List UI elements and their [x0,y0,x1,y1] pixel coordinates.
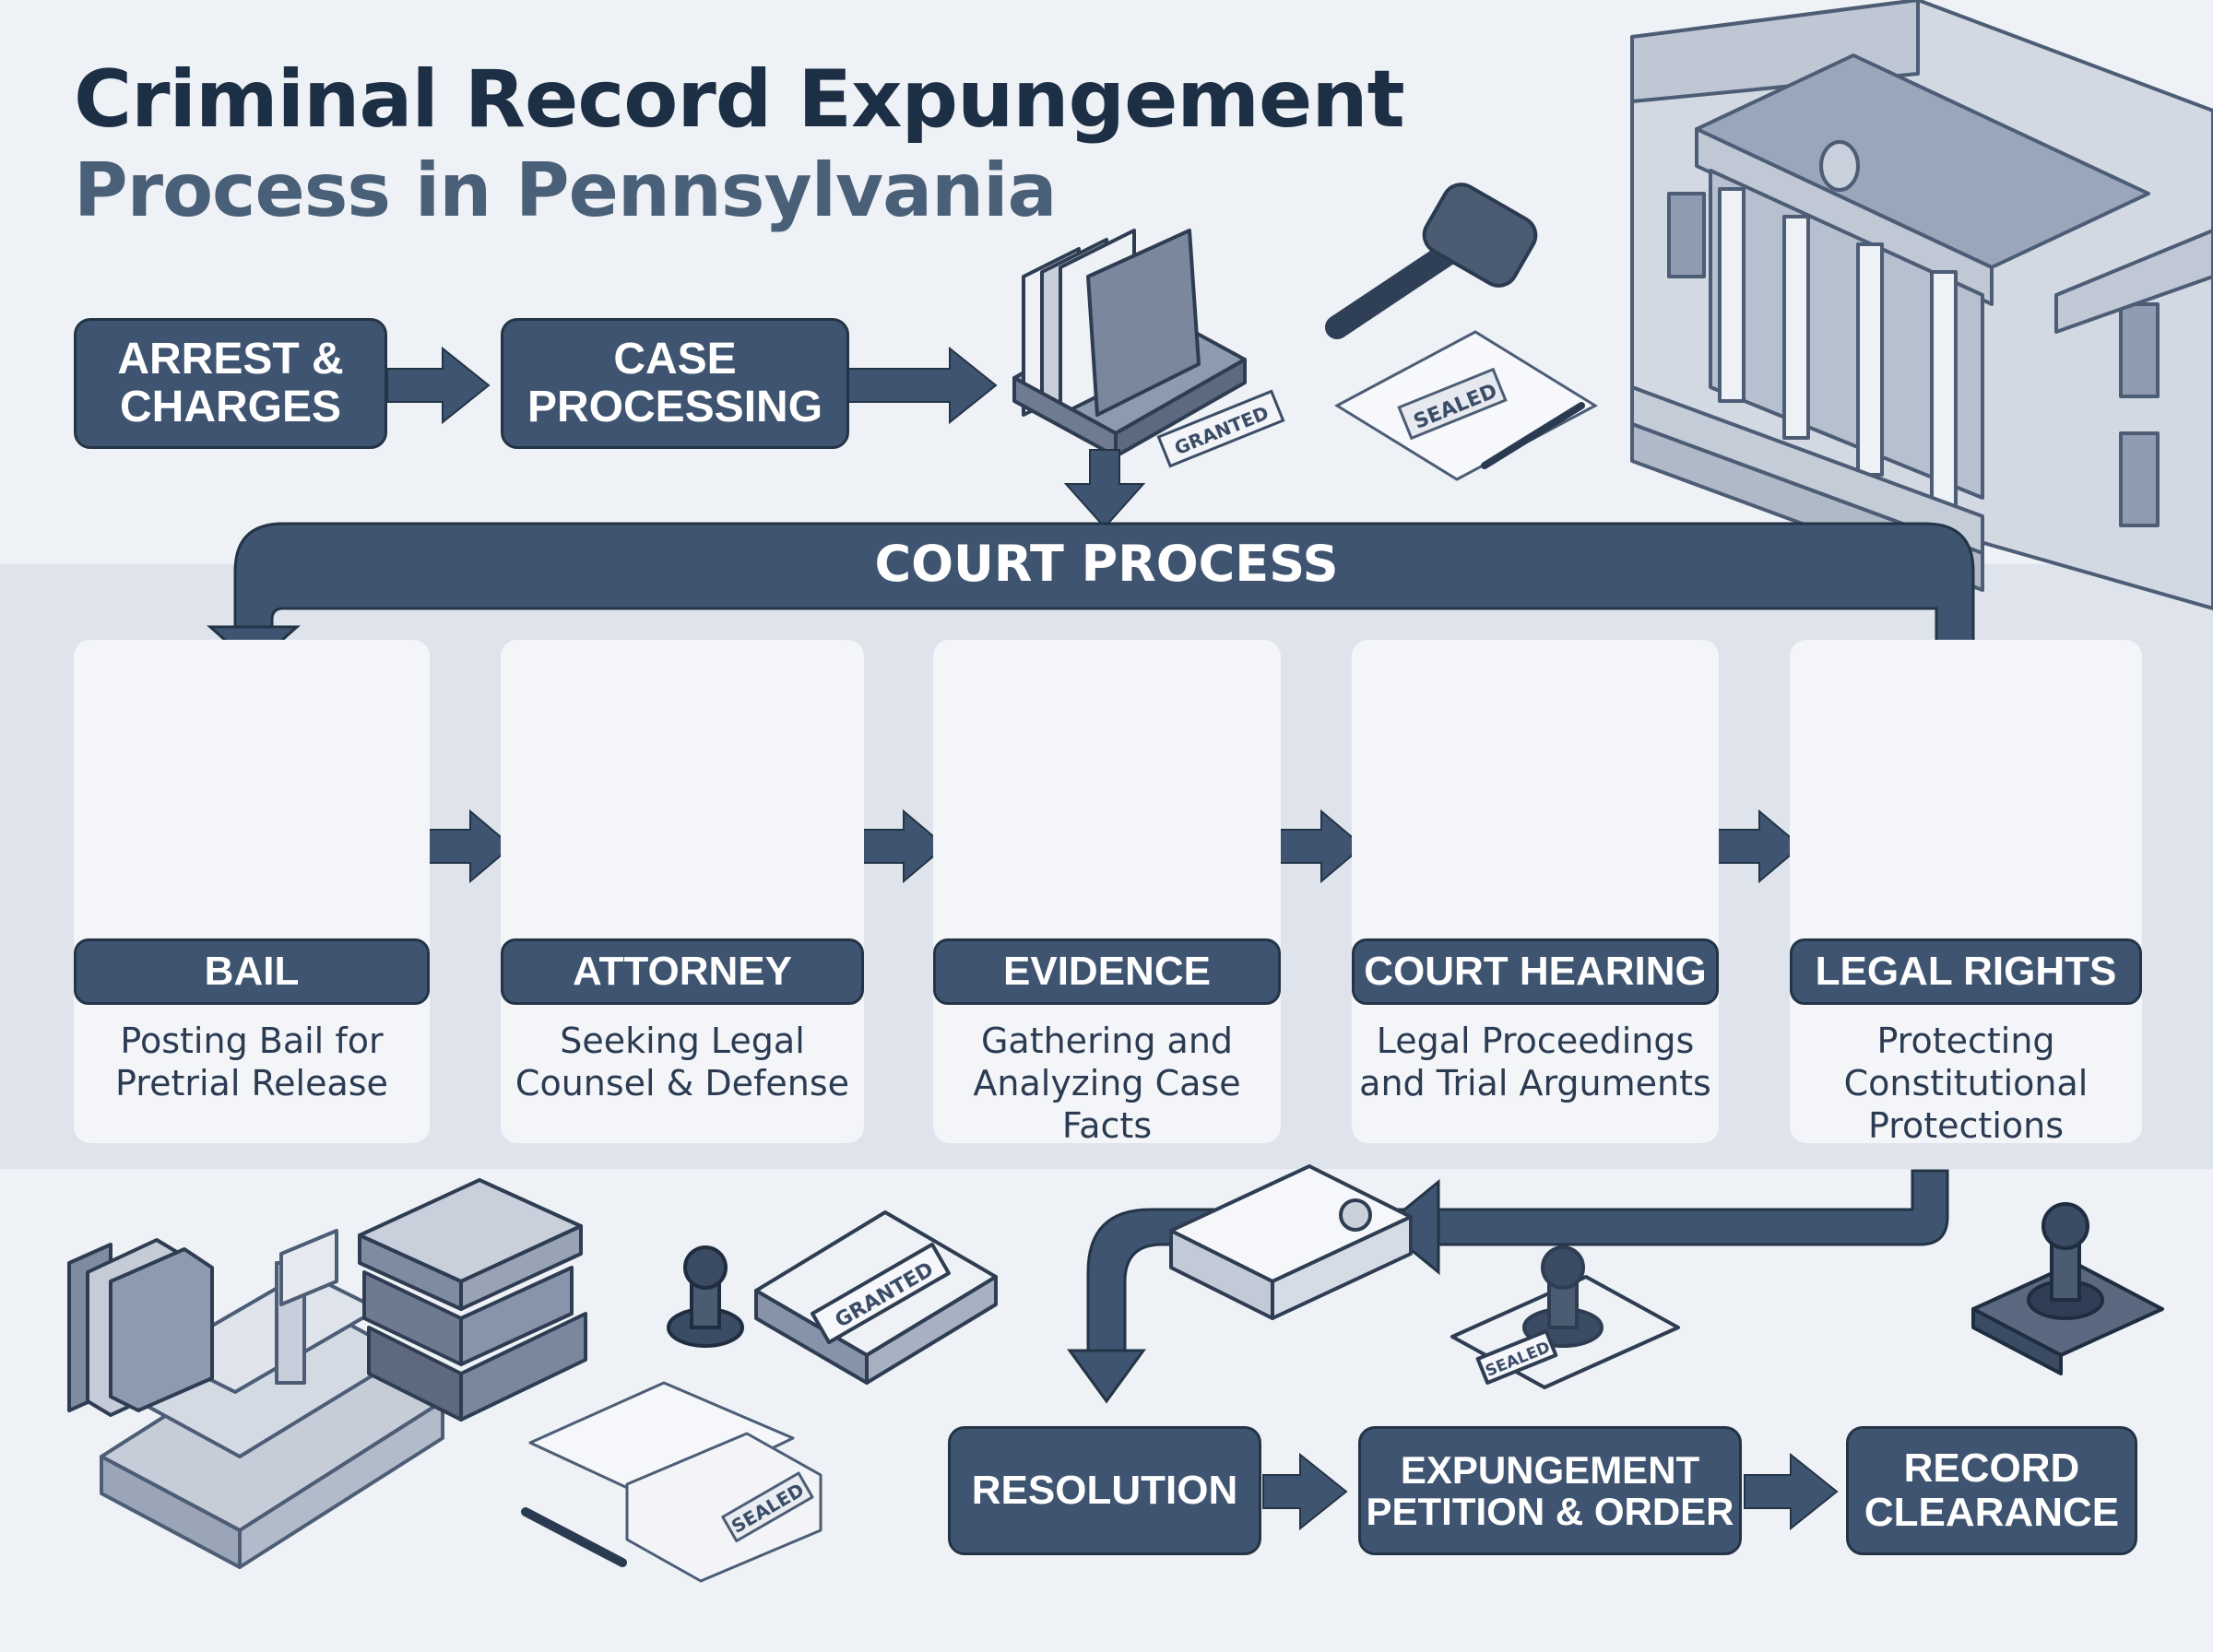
courthouse-icon [1630,0,2213,610]
arrow-attorney-to-evidence [861,808,947,884]
step-arrest-charges: ARREST & CHARGES [74,318,387,449]
clipboard-stamp-icon [1450,1245,1680,1389]
card-evidence [933,640,1281,1143]
step-label-legal-rights: LEGAL RIGHTS [1790,938,2142,1005]
step-expungement-petition-order: EXPUNGEMENT PETITION & ORDER [1358,1426,1742,1555]
sealed-document-icon [1333,330,1599,481]
file-folders-icon [1012,229,1247,458]
document-stack-icon [1169,1164,1413,1320]
page-title: Criminal Record Expungement [74,53,1405,146]
step-label-court-hearing: COURT HEARING [1352,938,1719,1005]
page-subtitle: Process in Pennsylvania [74,148,1058,233]
step-desc-bail: Posting Bail for Pretrial Release [115,1021,388,1103]
step-desc-attorney: Seeking Legal Counsel & Defense [515,1021,850,1103]
step-desc-evidence: Gathering and Analyzing Case Facts [973,1021,1241,1146]
arrow-petition-to-clearance [1744,1452,1839,1531]
book-stack-icon [358,1178,587,1422]
sealed-documents-icon [521,1381,822,1583]
stamp-icon [667,1245,744,1348]
court-process-banner [233,522,1975,647]
step-record-clearance: RECORD CLEARANCE [1846,1426,2137,1555]
court-process-title: COURT PROCESS [874,535,1339,593]
arrow-bail-to-attorney [428,808,514,884]
binders-icon [67,1238,214,1417]
arrow-hearing-to-rights [1717,808,1803,884]
return-arrowhead-down [1067,1349,1146,1404]
arrow-case-to-files [847,346,998,425]
step-label-evidence: EVIDENCE [933,938,1281,1005]
arrow-resolution-to-petition [1262,1452,1348,1531]
stamp-on-pad-icon [1971,1202,2164,1375]
gavel-icon [1325,183,1538,339]
step-desc-legal-rights: Protecting Constitutional Protections [1843,1021,2089,1146]
arrow-arrest-to-case [386,346,491,425]
step-label-bail: BAIL [74,938,430,1005]
step-resolution: RESOLUTION [948,1426,1261,1555]
step-desc-court-hearing: Legal Proceedings and Trial Arguments [1359,1021,1711,1103]
card-court-hearing [1352,640,1719,1143]
step-label-attorney: ATTORNEY [501,938,864,1005]
granted-folder-icon [754,1210,998,1385]
arrow-evidence-to-hearing [1279,808,1365,884]
step-case-processing: CASE PROCESSING [501,318,849,449]
card-attorney [501,640,864,1143]
card-legal-rights [1790,640,2142,1143]
arrow-files-to-court [1063,449,1146,529]
card-bail [74,640,430,1143]
